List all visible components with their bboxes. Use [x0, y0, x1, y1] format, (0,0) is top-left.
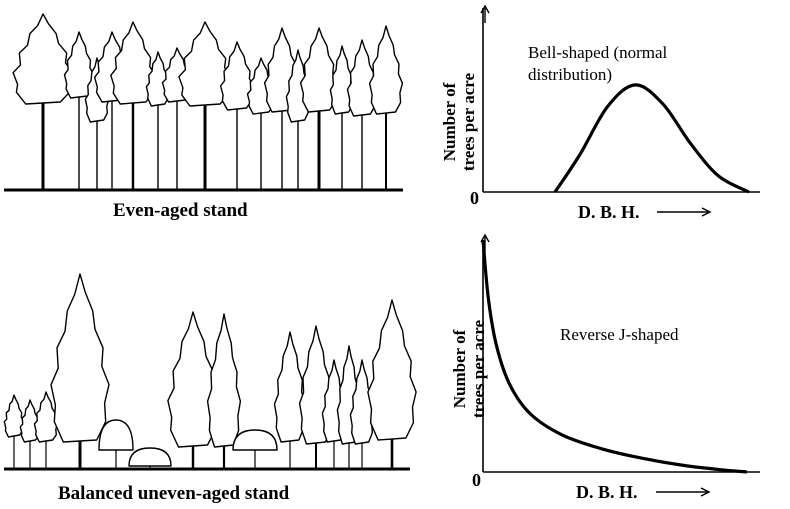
rj-y-label-line1: Number of: [450, 329, 469, 409]
rj-y-arrow-head: [480, 233, 490, 252]
even-aged-tree-crown: [368, 25, 404, 115]
uneven-aged-tree-crown: [3, 394, 25, 438]
even-aged-tree-crown: [219, 41, 255, 111]
bell-shape-note: Bell-shaped (normal distribution): [528, 42, 667, 86]
uneven-aged-tree-crown: [98, 419, 134, 451]
uneven-aged-tree-crown: [33, 391, 59, 443]
even-aged-stand-caption: Even-aged stand: [113, 200, 248, 221]
bell-y-axis-label: Number of trees per acre: [440, 47, 478, 197]
reverse-j-chart: Number of trees per acre 0 D. B. H. Reve…: [420, 232, 790, 509]
uneven-aged-tree-crown: [273, 331, 307, 443]
uneven-aged-tree-crown: [349, 359, 375, 445]
bell-note-line1: Bell-shaped (normal: [528, 43, 668, 62]
bell-note-line2: distribution): [528, 65, 613, 84]
rj-origin-label: 0: [472, 470, 481, 490]
even-aged-tree-crown: [299, 27, 339, 113]
uneven-aged-tree-crown: [232, 429, 278, 451]
rj-y-axis-label: Number of trees per acre: [450, 284, 488, 454]
bell-y-label-line2: trees per acre: [459, 72, 478, 172]
even-aged-tree-crown: [63, 31, 95, 99]
even-aged-tree-crown: [12, 13, 74, 105]
reverse-j-curve-line: [481, 239, 747, 474]
even-aged-trees-svg: [4, 13, 404, 192]
bell-curve-line: [553, 83, 750, 194]
rj-x-arrow-head: [700, 487, 711, 497]
bell-y-label-line1: Number of: [440, 82, 459, 162]
rj-shape-note: Reverse J-shaped: [560, 325, 679, 344]
reverse-j-chart-svg: [481, 239, 760, 497]
even-aged-tree-crown: [329, 45, 355, 115]
uneven-aged-tree-crown: [167, 311, 219, 448]
rj-x-axis-label: D. B. H.: [576, 482, 638, 502]
even-aged-tree-crown: [346, 39, 378, 117]
uneven-aged-tree-crown: [50, 273, 110, 443]
uneven-aged-tree-crown: [367, 299, 417, 441]
uneven-aged-stand-illustration: [0, 260, 417, 475]
bell-y-arrow-head: [480, 4, 490, 23]
rj-y-label-line2: trees per acre: [469, 319, 488, 419]
bell-origin-label: 0: [470, 188, 479, 208]
uneven-aged-tree-crown: [206, 313, 242, 448]
bell-x-arrow-head: [701, 207, 712, 217]
even-aged-tree-crown: [178, 21, 232, 107]
uneven-aged-trees-svg: [3, 273, 417, 471]
bell-chart-svg: [482, 8, 760, 217]
bell-chart: Number of trees per acre 0 D. B. H. Bell…: [420, 0, 790, 230]
uneven-aged-tree-crown: [19, 399, 41, 443]
even-aged-tree-crown: [110, 21, 156, 105]
bell-x-axis-label: D. B. H.: [578, 202, 640, 222]
even-aged-stand-illustration: [0, 0, 410, 200]
uneven-aged-stand-caption: Balanced uneven-aged stand: [58, 483, 290, 504]
uneven-aged-tree-crown: [128, 447, 172, 467]
